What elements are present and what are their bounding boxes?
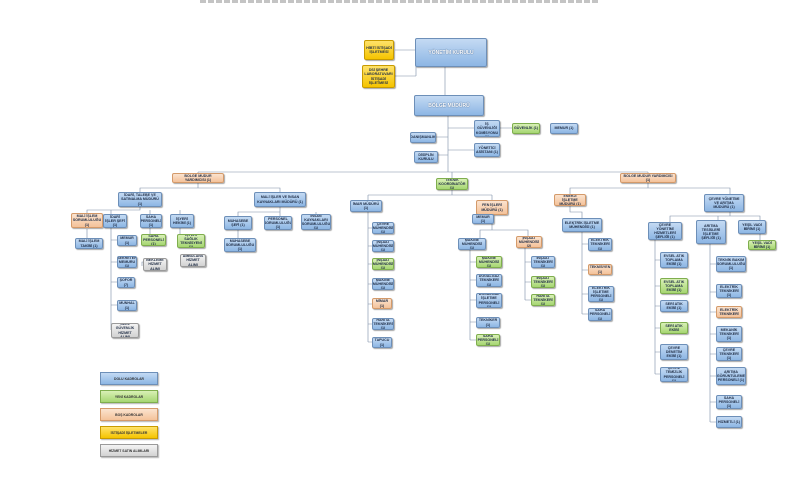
note-box-2: DSİ ŞEHRE LABORATUVARI İSTİŞADİ İŞLETMES… xyxy=(362,65,395,88)
accounting-chief-box: MUHASEBE ŞEFİ (1) xyxy=(224,216,252,230)
deputy-left-box: BÖLGE MÜDÜR YARDIMCISI (1) xyxy=(172,173,224,183)
energy-item-1: TEKNİSYEN (1) xyxy=(588,264,612,275)
energy-engineer-box: ELEKTRİK İŞLETME MÜHENDİSİ (1) xyxy=(562,218,602,232)
env-right-7: HİZMETLİ (1) xyxy=(716,416,742,428)
tech-coordinator-box: TEKNİK KOORDİNATÖR (1) xyxy=(436,178,468,190)
works-left-2: DOĞALGAZ TEKNİKERİ (1) xyxy=(476,274,502,287)
driver-box: ŞOFÖR (7) xyxy=(117,277,135,288)
energy-item-2: ELEKTRİK İŞLETME PERSONELİ (1) xyxy=(588,286,614,302)
director-box: BÖLGE MÜDÜRÜ xyxy=(414,95,484,116)
legend-blue: DOLU KADROLAR xyxy=(100,372,158,385)
legend-grey: HİZMET SATIN ALIMLARI xyxy=(100,444,158,457)
env-right-0: TEKNİK BAKIM SORUMLULUĞU (1) xyxy=(716,256,746,272)
works-manager-box: FEN İŞLERİ MÜDÜRÜ (1) xyxy=(476,200,508,215)
finance-resp-box: MALİ İŞLEM SORUMLULUĞU (1) xyxy=(71,213,103,228)
page-header-strip xyxy=(200,0,600,3)
zoning-item-5: HARİTA TEKNİKERİ (1) xyxy=(372,318,394,330)
env-left-3: SERİ ATIK EKİBİ xyxy=(660,322,688,334)
discipline-box: DİSİPLİN KURULU xyxy=(414,151,438,163)
green-valley-box-2: YEŞİL VADİ BİRİMİ (1) xyxy=(748,240,776,250)
env-right-3: MEKANİK TEKNİKERİ (1) xyxy=(716,326,742,342)
env-right-1: ELEKTRİK TEKNİKERİ (1) xyxy=(716,284,742,298)
zoning-item-1: İNŞAAT MÜHENDİSİ (1) xyxy=(372,240,394,252)
env-left-1: EVSEL ATIK TOPLAMA EKİBİ (1) xyxy=(660,278,688,294)
zoning-item-3: MAKİNE MÜHENDİSİ (1) xyxy=(372,278,394,290)
field-staff-green-box: SAHA PERSONELİ (1) xyxy=(141,234,166,246)
works-left-4: TEKNİKER (1) xyxy=(476,317,500,328)
vacant-box: MÜNHAL (1) xyxy=(117,300,137,311)
works-left-5: SAHA PERSONELİ (1) xyxy=(476,334,500,346)
civil-engineer-box: İNŞAAT MÜHENDİSİ (2) xyxy=(516,236,542,248)
hr-manager-box: MALİ İŞLER VE İNSAN KAYNAKLARI MÜDÜRÜ (1… xyxy=(254,192,306,207)
works-left-1: MAKİNE MÜHENDİSİ (1) xyxy=(476,256,502,268)
env-right-6: SAHA PERSONELİ (1) xyxy=(716,395,742,409)
waiting-service-box: BEKLEME HİZMET ALIMI xyxy=(143,258,167,271)
finance-follow-box: MALİ İŞLEM TAKİBİ (1) xyxy=(75,238,103,249)
works-memur-box: MEMUR (1) xyxy=(472,214,494,224)
environment-chief-box: ÇEVRE YÖNETİMİ HİZMETLERİ ŞEFLİĞİ (1) xyxy=(648,222,682,240)
admin-manager-box: İDARİ, TALEBE VE SATINALMA MÜDÜRÜ (1) xyxy=(118,192,162,207)
secretary-memur-box: SEKRETER MEMURU (1) xyxy=(117,256,137,268)
env-right-2: ELEKTRİK TEKNİKERİ xyxy=(716,306,742,318)
admin-chief-box: İDARİ İŞLER ŞEFİ (1) xyxy=(103,214,127,228)
zoning-manager-box: İMAR MÜDÜRÜ (1) xyxy=(350,200,382,212)
environment-manager-box: ÇEVRE YÖNETİMİ VE ARITMA MÜDÜRÜ (1) xyxy=(704,194,744,212)
memur-box: MEMUR (1) xyxy=(117,235,137,246)
zoning-item-4: MİMAR (1) xyxy=(372,298,392,309)
env-left-5: ÇEVRE TEMİZLİK PERSONELİ (1) xyxy=(660,367,688,382)
security-box: GÜVENLİK (1) xyxy=(512,123,540,134)
works-right-1: İNŞAAT TEKNİKERİ (1) xyxy=(531,276,555,288)
accounting-resp-box: MUHASEBE SORUMLULUĞU (1) xyxy=(224,238,256,252)
health-tech-box: İŞYERİ SAĞLIK TEKNİSYENİ (1) xyxy=(177,234,205,248)
legend-green: YENİ KADROLAR xyxy=(100,390,158,403)
zoning-item-0: ÇEVRE MÜHENDİSİ (1) xyxy=(372,222,394,234)
energy-item-3: SAHA PERSONELİ (1) xyxy=(588,308,612,321)
treatment-chief-box: ARITMA TESİSLERİ İŞLETME ŞEFLİĞİ (1) xyxy=(696,220,726,244)
legend-yellow: İSTİŞADİ İŞLETMELER xyxy=(100,426,158,439)
board-box: YÖNETİM KURULU xyxy=(415,38,487,67)
zoning-item-6: TAPUCU (1) xyxy=(372,337,392,348)
field-staff-box: SAHA PERSONELİ (1) xyxy=(140,214,162,228)
green-valley-box: YEŞİL VADİ BİRİMİ (1) xyxy=(738,220,766,234)
ambulance-service-box: AMBULANS HİZMET ALIMI xyxy=(180,254,206,267)
works-right-0: İNŞAAT TEKNİKERİ (1) xyxy=(531,256,555,268)
env-left-4: ÇEVRE DENETİM EKİBİ (1) xyxy=(660,344,688,360)
works-left-3: DOĞALGAZ İŞLETME PERSONELİ (1) xyxy=(476,293,502,308)
deputy-right-box: BÖLGE MÜDÜR YARDIMCISI (1) xyxy=(620,173,676,183)
energy-item-0: ELEKTRİK TEKNİKERİ (1) xyxy=(588,238,612,251)
env-right-5: ARITMA GÖRÜNTÜLEME PERSONELİ (1) xyxy=(716,367,746,385)
works-left-0: MAKİNE MÜHENDİSİ (1) xyxy=(458,238,486,250)
legend-orange: BOŞ KADROLAR xyxy=(100,408,158,421)
energy-manager-box: ENERJİ İŞLETME MÜDÜRÜ (1) xyxy=(554,194,586,206)
security-service-box: ÖZEL GÜVENLİK HİZMET ALIMI xyxy=(111,323,139,338)
doctor-box: İŞYERİ HEKİMİ (1) xyxy=(170,214,194,228)
zoning-item-2: İNŞAAT MÜHENDİSİ (1) xyxy=(372,258,394,270)
note-box-1: HİBTİ İSTİŞADİ İŞLETMESİ xyxy=(364,40,394,60)
env-left-0: EVSEL ATIK TOPLAMA EKİBİ (1) xyxy=(660,252,688,268)
personnel-resp-box: PERSONEL SORUMLULUĞU (1) xyxy=(264,216,292,230)
hr-resp-box: İNSAN KAYNAKLARI SORUMLULUĞU (1) xyxy=(301,214,331,230)
advisor-box: DANIŞMANLIK xyxy=(410,132,436,143)
officer-box: MEMUR (1) xyxy=(550,123,578,134)
env-left-2: SERİ ATIK EKİBİ (1) xyxy=(660,300,688,312)
quality-box: KALİTE VE İŞ GÜVENLİĞİ KOMİSYONU (1) xyxy=(474,120,500,137)
works-right-2: HARİTA TEKNİKERİ (1) xyxy=(531,294,555,306)
secretary-box: YÖNETİCİ ASİSTANI (1) xyxy=(474,143,500,157)
env-right-4: ÇEVRE TEKNİKERİ (1) xyxy=(716,347,742,361)
